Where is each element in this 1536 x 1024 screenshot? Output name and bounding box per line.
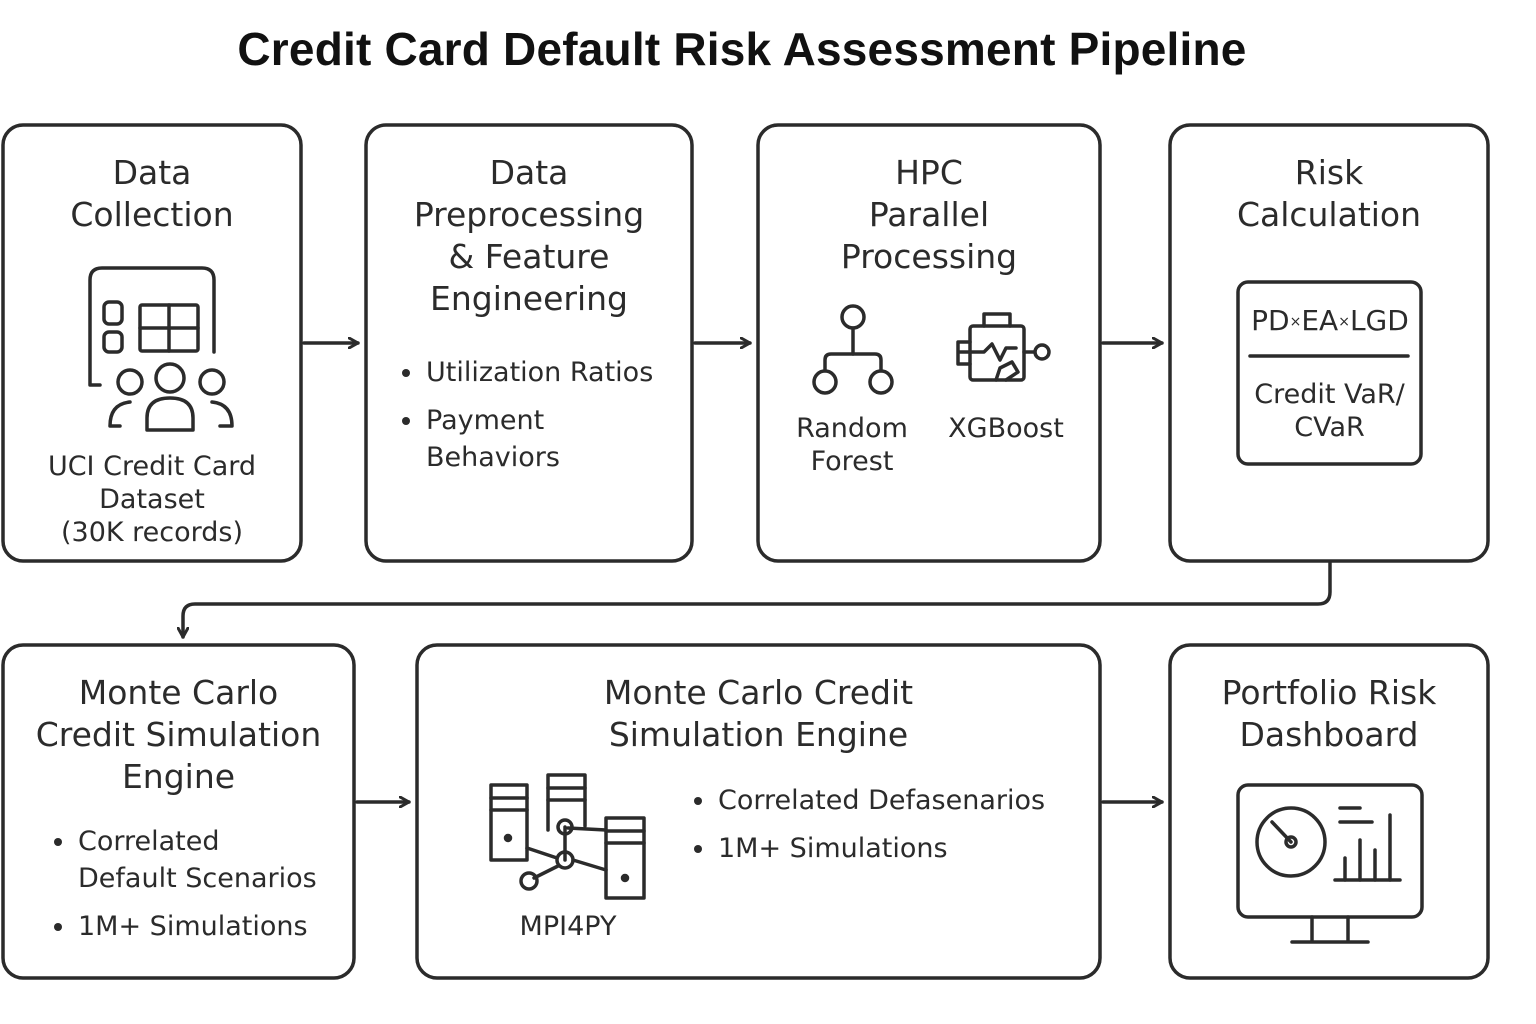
risk-calculation-title: Risk Calculation (1236, 153, 1422, 234)
mpi-cluster-icon (489, 773, 646, 900)
formula-box (1236, 280, 1423, 466)
box-hpc (756, 123, 1102, 563)
list-item: 1M+ Simulations (52, 908, 352, 945)
xgboost-icon (956, 312, 1051, 382)
xgboost-label: XGBoost (948, 413, 1064, 444)
credit-var-label: Credit VaR/ CVaR (1254, 379, 1405, 443)
monte-carlo-sim-list: Correlated Default Scenarios 1M+ Simulat… (52, 823, 352, 956)
data-collection-title: Data Collection (70, 153, 234, 234)
monte-carlo-sim-title: Monte Carlo Credit Simulation Engine (35, 673, 322, 796)
preprocessing-features-list: Utilization Ratios Payment Behaviors (400, 354, 690, 487)
list-item: Payment Behaviors (400, 402, 690, 476)
list-item: 1M+ Simulations (692, 830, 1092, 867)
list-item: Correlated Default Scenarios (52, 823, 352, 897)
dataset-icon (88, 266, 234, 432)
random-forest-icon (812, 304, 894, 395)
preprocessing-title: Data Preprocessing & Feature Engineering (413, 153, 645, 318)
box-monte-carlo-sim (1, 643, 356, 980)
monte-carlo-engine-title: Monte Carlo Credit Simulation Engine (603, 673, 914, 754)
dashboard-title: Portfolio Risk Dashboard (1221, 673, 1437, 754)
box-dashboard (1168, 643, 1490, 980)
page-title: Credit Card Default Risk Assessment Pipe… (237, 23, 1247, 75)
hpc-title: HPC Parallel Processing (840, 153, 1018, 276)
mpi4py-label: MPI4PY (519, 911, 617, 942)
box-risk-calculation (1168, 123, 1490, 563)
dataset-caption: UCI Credit Card Dataset (30K records) (47, 451, 257, 548)
box-preprocessing (364, 123, 694, 563)
list-item: Correlated Defasenarios (692, 782, 1092, 819)
risk-formula: PD×EA×LGD (1251, 304, 1409, 337)
box-monte-carlo-engine (415, 643, 1102, 980)
arrow-risk-to-monte-carlo (183, 561, 1332, 639)
dashboard-monitor-icon (1236, 783, 1424, 944)
list-item: Utilization Ratios (400, 354, 690, 391)
box-data-collection (1, 123, 303, 563)
random-forest-label: Random Forest (796, 413, 908, 477)
monte-carlo-engine-list: Correlated Defasenarios 1M+ Simulations (692, 782, 1092, 878)
